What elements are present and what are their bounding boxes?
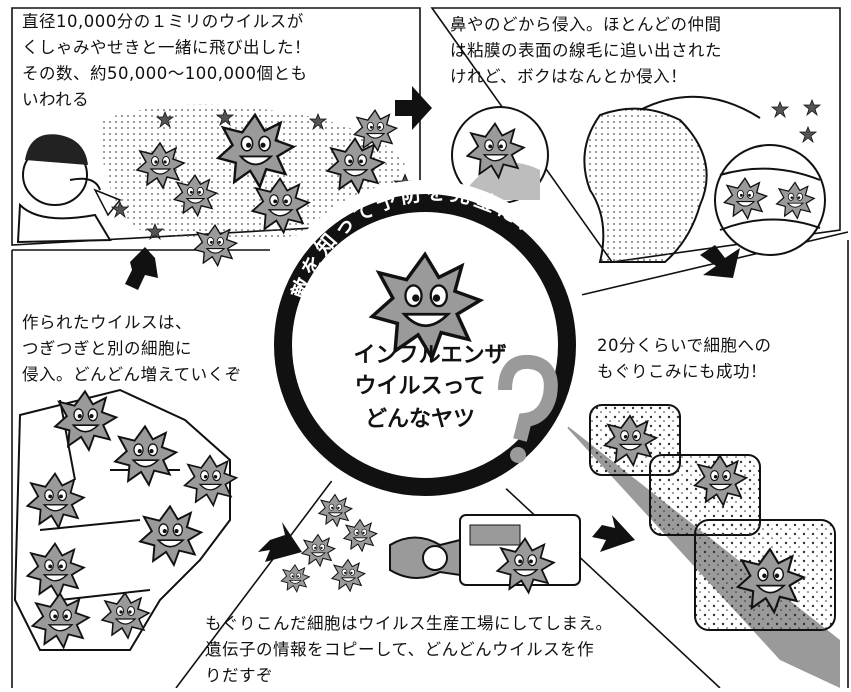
center-emblem [260,180,590,510]
caption-line: 遺伝子の情報をコピーして、どんどんウイルスを作 [205,640,595,659]
caption-line: つぎつぎと別の細胞に [22,339,192,358]
zoom-circle-right [714,144,826,256]
caption-line: 鼻やのどから侵入。ほとんどの仲間 [450,15,722,34]
caption-line: 作られたウイルスは、 [22,313,192,332]
caption-line: 直径10,000分の１ミリのウイルスが [22,12,304,31]
caption-line: は粘膜の表面の線毛に追い出された [450,41,722,60]
caption-factory: もぐりこんだ細胞はウイルス生産工場にしてしまえ。 遺伝子の情報をコピーして、どん… [205,611,613,689]
caption-cell-entry: 20分くらいで細胞への もぐりこみにも成功！ [597,333,772,385]
caption-invasion: 鼻やのどから侵入。ほとんどの仲間 は粘膜の表面の線毛に追い出された けれど、ボク… [450,12,722,90]
caption-line: けれど、ボクはなんとか侵入！ [450,67,688,86]
caption-line: もぐりこんだ細胞はウイルス生産工場にしてしまえ。 [205,614,613,633]
zoom-circle-left [451,106,549,204]
arrow-icon [395,86,432,130]
caption-line: 20分くらいで細胞への [597,336,772,355]
center-title-line-2: ウイルスって [355,374,486,399]
caption-line: くしゃみやせきと一緒に飛び出した！ [22,38,311,57]
cell-block-icon [560,404,840,688]
cell-block-icon [13,388,238,651]
arrow-icon [700,245,740,278]
arrow-icon [258,522,302,562]
arrow-icon [592,515,635,552]
caption-line: いわれる [22,90,90,109]
throat-cross-section-icon [583,95,761,263]
caption-line: その数、約50,000〜100,000個とも [22,64,308,83]
ring-text: 敵を知って予防を完璧に！ [287,180,547,301]
caption-spread: 作られたウイルスは、 つぎつぎと別の細胞に 侵入。どんどん増えていくぞ [22,310,242,388]
caption-line: りだすぞ [205,666,273,685]
caption-line: 侵入。どんどん増えていくぞ [22,365,242,384]
virus-factory-machine-icon [389,514,581,594]
center-title-line-3: どんなヤツ [365,407,475,432]
center-title-line-1: インフルエンザ [353,343,506,368]
caption-sneeze: 直径10,000分の１ミリのウイルスが くしゃみやせきと一緒に飛び出した！ その… [22,9,311,113]
arrow-icon [125,247,158,290]
caption-line: もぐりこみにも成功！ [597,362,767,381]
sneezing-person-icon [16,134,122,244]
